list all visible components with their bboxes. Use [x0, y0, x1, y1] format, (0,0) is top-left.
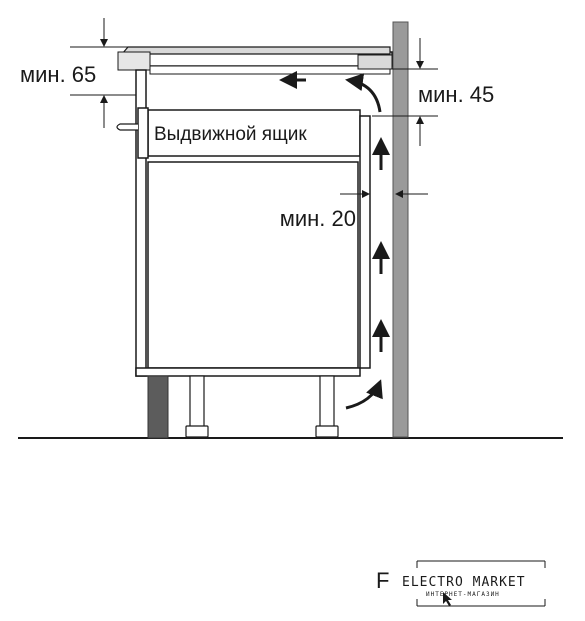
dimension-top-clearance — [70, 18, 148, 128]
cabinet-leg — [185, 375, 209, 438]
plinth — [147, 375, 169, 439]
cabinet-body — [147, 161, 359, 369]
hob-body — [149, 65, 391, 75]
drawer-handle-icon — [116, 123, 138, 131]
watermark-subtitle: ИНТЕРНЕТ-МАГАЗИН — [426, 591, 500, 598]
rear-clearance-label: мин. 45 — [418, 82, 494, 107]
rear-wall — [392, 21, 409, 438]
airflow-curve-top — [345, 73, 382, 113]
watermark-letter: F — [376, 568, 389, 593]
cabinet-bottom — [135, 367, 361, 377]
watermark-brand: ELECTRO MARKET — [402, 575, 526, 590]
worktop-front-edge — [117, 51, 151, 71]
dimension-rear-clearance — [372, 38, 438, 146]
airflow-arrows — [279, 71, 390, 410]
cabinet-rear-panel — [359, 115, 371, 369]
airflow-curve-bottom — [345, 379, 383, 410]
drawer-box — [147, 109, 361, 157]
drawer-front — [137, 107, 149, 159]
cabinet-leg — [315, 375, 339, 438]
hob-rear-duct — [357, 54, 393, 70]
drawer-label: Выдвижной ящик — [154, 124, 307, 145]
side-gap-label: мин. 20 — [280, 206, 356, 231]
hob-glass — [120, 46, 391, 55]
watermark-logo: ELECTRO MARKET ИНТЕРНЕТ-МАГАЗИН — [402, 560, 546, 607]
cursor-icon — [443, 592, 452, 606]
top-clearance-label: мин. 65 — [20, 62, 96, 87]
